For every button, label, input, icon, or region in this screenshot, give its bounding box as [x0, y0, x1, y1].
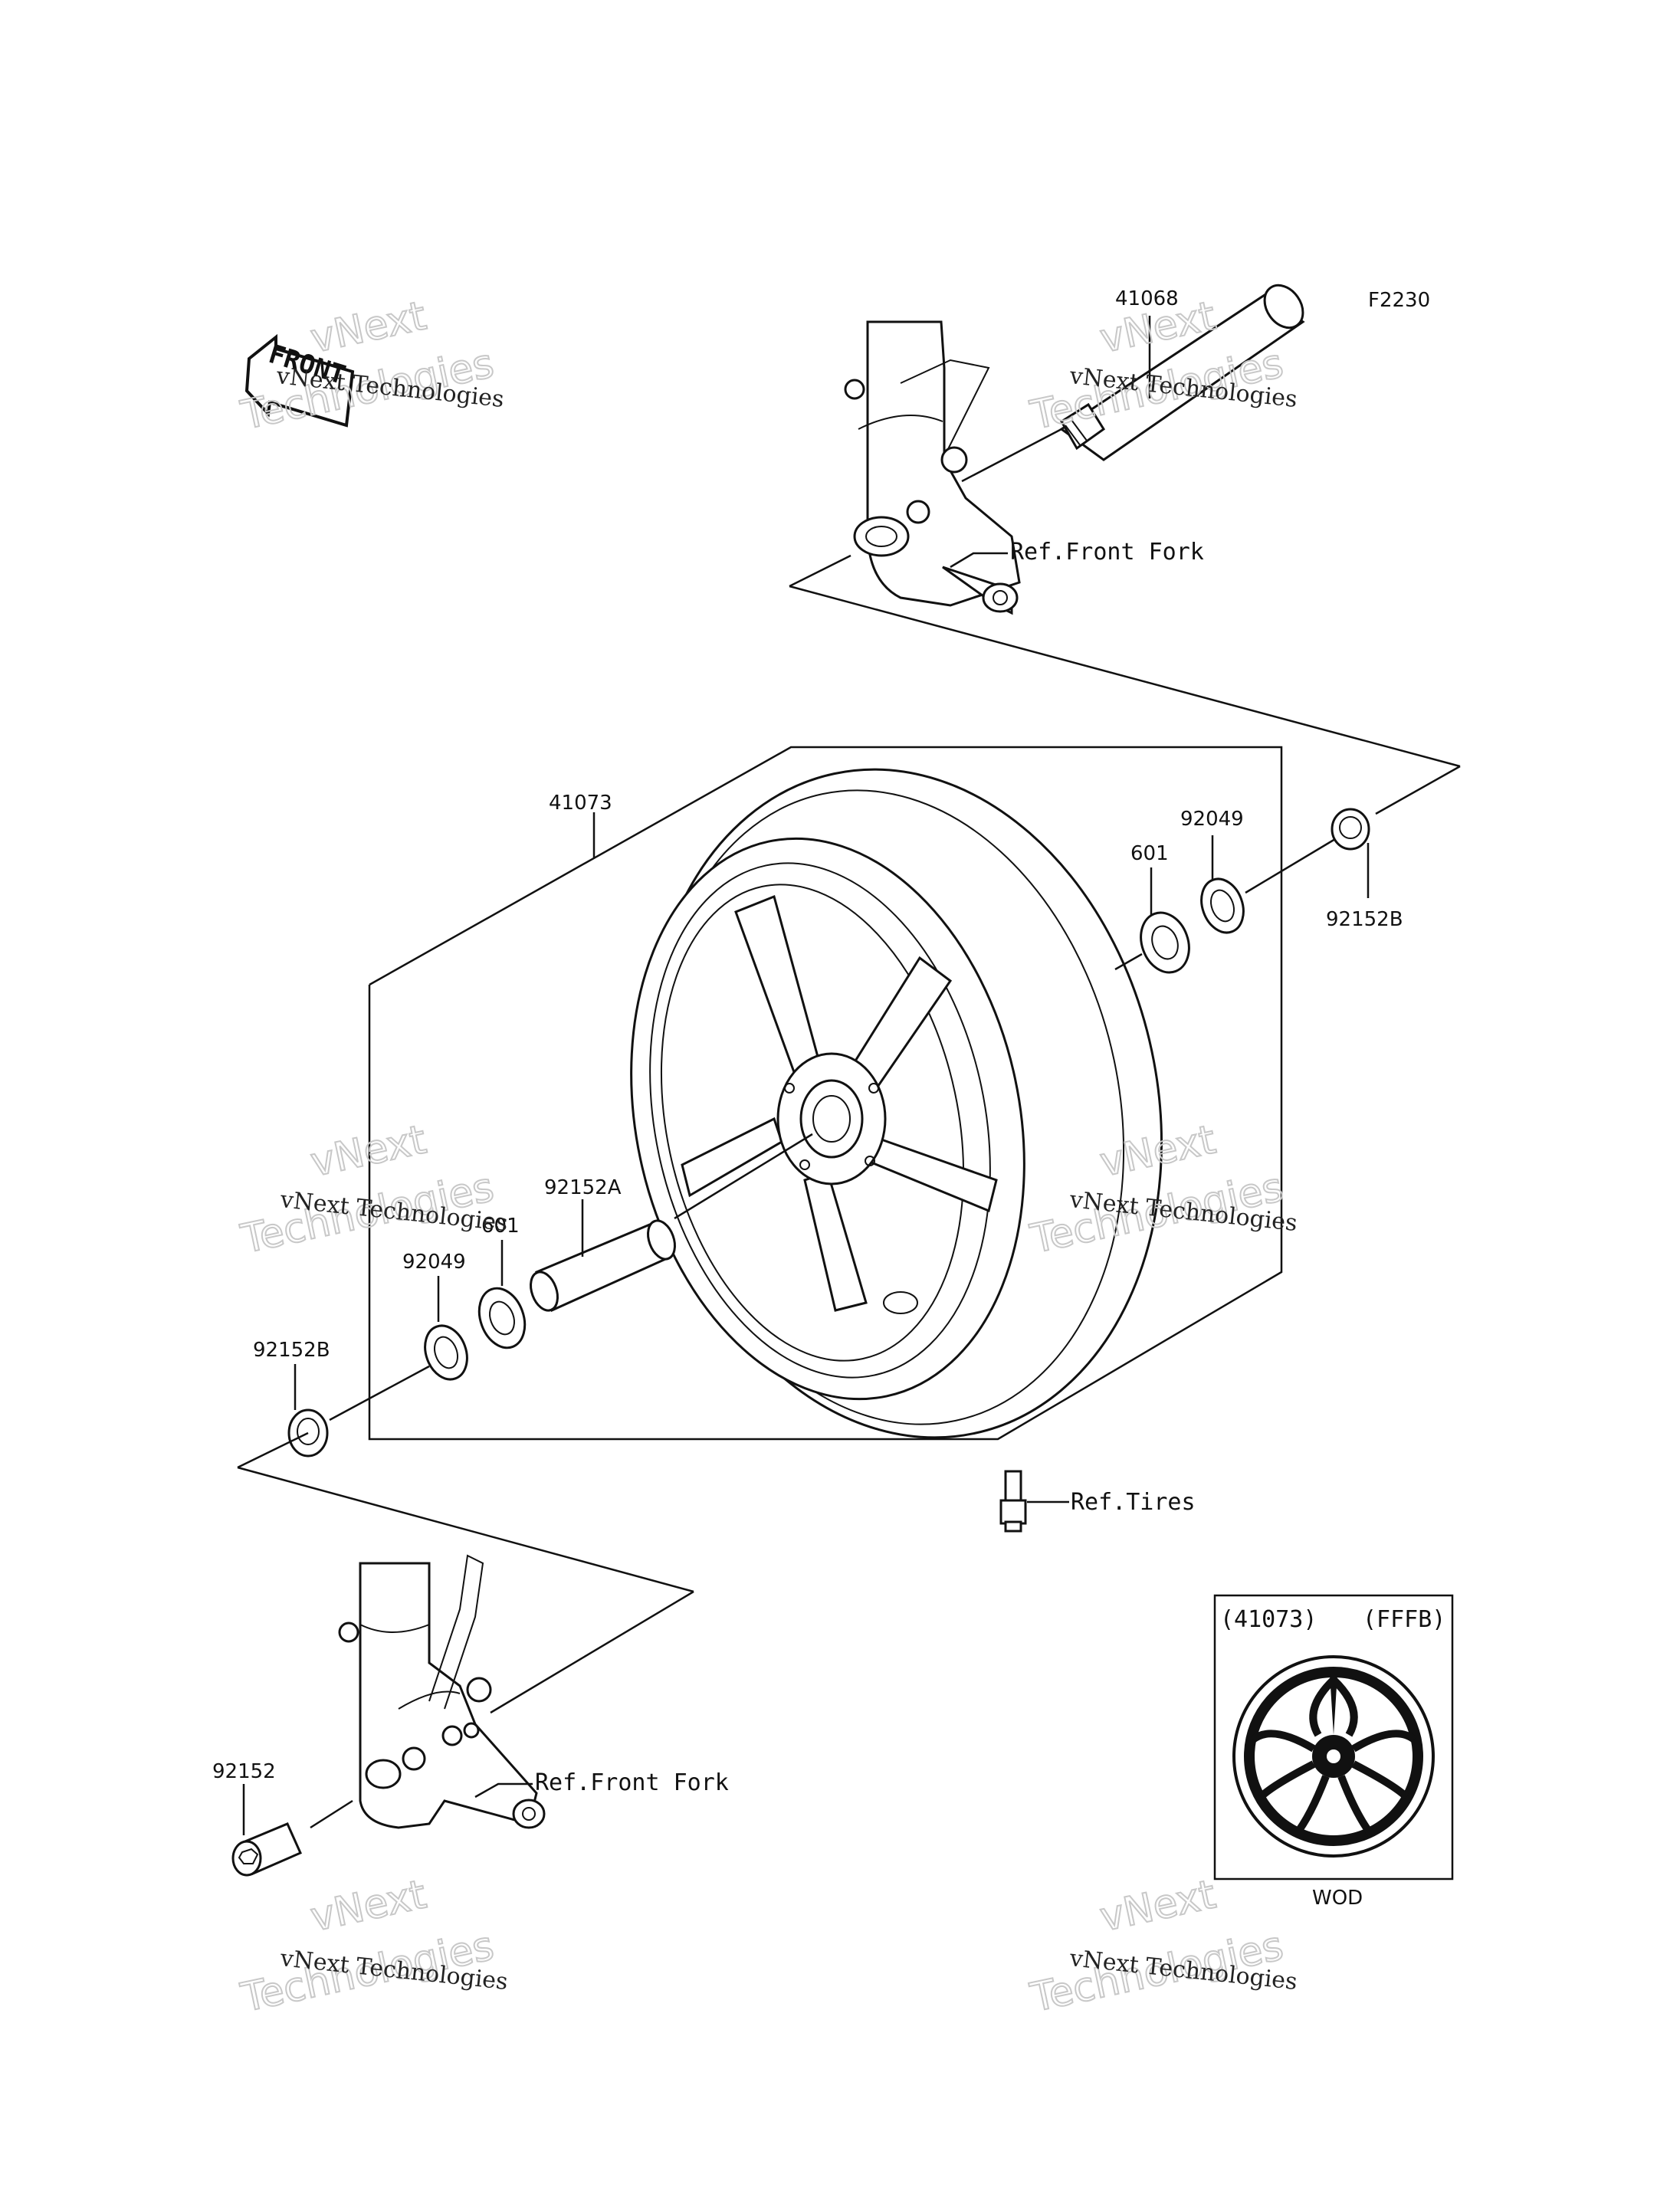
front-fork-bottom [338, 1554, 546, 1829]
label-92049-left: 92049 [402, 1251, 466, 1274]
svg-text:vNext: vNext [307, 1871, 430, 1940]
label-601-left: 601 [481, 1215, 520, 1238]
label-92152B-left: 92152B [253, 1339, 330, 1362]
valve-stem-icon [999, 1470, 1027, 1533]
collar-92152B-right [1331, 808, 1370, 851]
seal-92049-right [1200, 877, 1245, 934]
front-wheel [630, 768, 1163, 1439]
inset-panel: (41073) (FFFB) WOD [1213, 1594, 1454, 1910]
label-92152: 92152 [212, 1760, 276, 1783]
svg-text:vNext: vNext [1096, 1871, 1219, 1940]
seal-92049-left [424, 1324, 468, 1381]
label-92152B-right: 92152B [1326, 908, 1403, 931]
watermark-bottom-right: vNext Technologies vNext Technologies [1025, 1871, 1298, 2022]
label-92152A: 92152A [544, 1176, 622, 1199]
inset-variant: (FFFB) [1363, 1606, 1445, 1633]
watermark-bottom-left: vNext Technologies vNext Technologies [236, 1871, 509, 2022]
axle-41068 [1059, 284, 1305, 461]
svg-text:vNext: vNext [307, 293, 430, 362]
ref-front-fork-top: Ref.Front Fork [1010, 539, 1204, 566]
watermark-top-left: vNext Technologies vNext Technologies [236, 292, 505, 439]
inset-part-number: (41073) [1220, 1606, 1317, 1633]
diagram-code: F2230 [1368, 289, 1430, 312]
ref-tires: Ref.Tires [1071, 1489, 1196, 1516]
watermark-middle-left: vNext Technologies vNext Technologies [236, 1116, 509, 1263]
label-41068: 41068 [1115, 287, 1179, 310]
label-41073: 41073 [549, 792, 612, 815]
label-92049-right: 92049 [1180, 808, 1244, 831]
collar-92152 [231, 1822, 302, 1877]
label-601-right: 601 [1130, 842, 1169, 865]
inset-color-code: WOD [1312, 1887, 1363, 1910]
ref-front-fork-bottom: Ref.Front Fork [535, 1769, 729, 1796]
bearing-601-left [477, 1287, 527, 1349]
front-fork-top [844, 320, 1021, 615]
inset-wheel-icon [1232, 1655, 1435, 1858]
bearing-601-right [1140, 911, 1190, 974]
spacer-92152A [530, 1219, 676, 1313]
